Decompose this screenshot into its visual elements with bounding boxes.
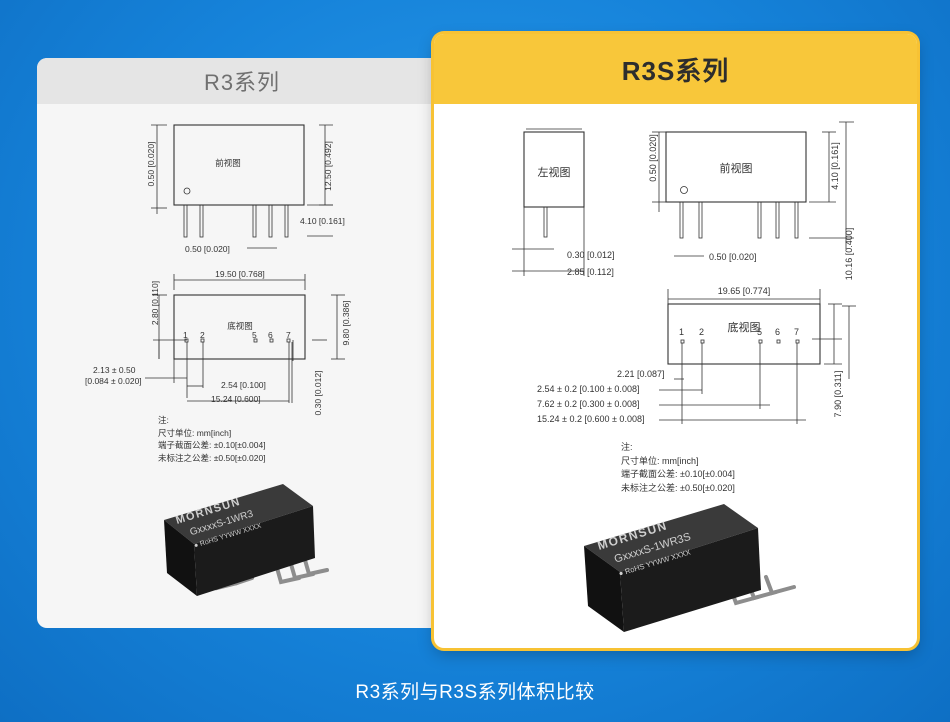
r3s-note-gen-tol: 未标注之公差: ±0.50[±0.020] — [621, 482, 735, 493]
r3-front-pin1-mark — [183, 187, 191, 195]
r3s-bottom-body — [667, 303, 821, 365]
r3-dim-pin-offset-b: [0.084 ± 0.020] — [85, 376, 142, 386]
r3-dim-pin-offset-a: 2.13 ± 0.50 — [93, 365, 136, 375]
r3-pin-5: 5 — [252, 330, 257, 340]
r3s-module-photo: MORNSUN GxxxxS-1WR3S ● RoHS YYWW XXXX — [584, 504, 796, 632]
r3-pin-6: 6 — [268, 330, 273, 340]
r3s-dim-standoff: 4.10 [0.161] — [830, 142, 840, 190]
r3s-dim-pin-space: 0.50 [0.020] — [709, 252, 757, 262]
r3s-dim-pin-len: 0.50 [0.020] — [648, 134, 658, 182]
r3-module-photo: MORNSUN GxxxxS-1WR3 ● RoHS YYWW XXXX — [164, 484, 329, 596]
r3-series-card: R3系列 — [37, 58, 447, 628]
r3s-pin-6: 6 — [775, 327, 780, 337]
r3-front-body — [173, 124, 305, 206]
r3s-pin-1: 1 — [679, 327, 684, 337]
r3s-dim-pin-dia: 0.30 [0.012] — [567, 250, 615, 260]
r3s-bottom-label: 底视图 — [728, 320, 761, 334]
r3s-side-body — [523, 131, 585, 208]
r3s-dim-side-w: 2.85 [0.112] — [567, 267, 614, 277]
r3s-front-label: 前视图 — [720, 161, 753, 175]
r3-front-label: 前视图 — [215, 158, 241, 168]
r3s-series-header: R3S系列 — [434, 34, 917, 104]
r3s-dim-off1: 2.21 [0.087] — [617, 369, 665, 379]
r3s-dim-pitch: 2.54 ± 0.2 [0.100 ± 0.008] — [537, 384, 639, 394]
r3-dim-top-edge: 2.80 [0.110] — [150, 281, 160, 325]
r3-dim-pin-dia: 0.30 [0.012] — [313, 371, 323, 416]
r3-dim-standoff: 4.10 [0.161] — [300, 216, 345, 226]
r3-dim-pin-len: 0.50 [0.020] — [146, 142, 156, 187]
r3s-front-pin1-mark — [680, 186, 688, 194]
r3-series-title: R3系列 — [203, 70, 281, 95]
r3-dimension-drawing: 前视图 0.50 [0.020] 12.50 [0.492] 0.50 [0.0… — [85, 124, 351, 596]
r3-bottom-label: 底视图 — [227, 321, 253, 331]
r3s-dim-total-h: 10.16 [0.400] — [844, 228, 854, 281]
r3-dim-depth: 9.80 [0.386] — [341, 301, 351, 346]
r3-pin-7: 7 — [286, 330, 291, 340]
r3-note-units: 尺寸单位: mm[inch] — [158, 428, 231, 438]
r3s-note-pin-tol: 端子截面公差: ±0.10[±0.004] — [621, 468, 735, 479]
r3-dim-span: 15.24 [0.600] — [211, 394, 261, 404]
r3-note-pin-tol: 端子截面公差: ±0.10[±0.004] — [158, 440, 266, 450]
r3-series-header: R3系列 — [37, 58, 447, 104]
r3s-pin-2: 2 — [699, 327, 704, 337]
comparison-caption: R3系列与R3S系列体积比较 — [355, 682, 595, 703]
r3-dim-pitch: 2.54 [0.100] — [221, 380, 266, 390]
r3s-dim-width: 19.65 [0.774] — [718, 286, 771, 296]
r3-pin-1: 1 — [183, 330, 188, 340]
r3-pin-2: 2 — [200, 330, 205, 340]
r3s-front-body — [665, 131, 807, 203]
r3s-series-card: R3S系列 — [434, 34, 917, 648]
r3s-pin-5: 5 — [757, 327, 762, 337]
r3s-dimension-drawing: 左视图 前视图 0.50 [0.020] 4.10 [0.161] 0.30 [… — [512, 121, 856, 632]
r3s-dim-span3: 15.24 ± 0.2 [0.600 ± 0.008] — [537, 414, 644, 424]
r3s-pin-7: 7 — [794, 327, 799, 337]
r3s-side-label: 左视图 — [538, 165, 571, 179]
r3s-note-units: 尺寸单位: mm[inch] — [621, 455, 699, 466]
r3-dim-pin-space: 0.50 [0.020] — [185, 244, 230, 254]
r3s-dim-span2: 7.62 ± 0.2 [0.300 ± 0.008] — [537, 399, 639, 409]
r3-bottom-body — [173, 294, 306, 360]
r3-dim-width: 19.50 [0.768] — [215, 269, 265, 279]
r3-note-title: 注: — [158, 415, 169, 425]
r3s-dim-depth: 7.90 [0.311] — [833, 371, 843, 418]
r3s-series-title: R3S系列 — [621, 55, 730, 86]
r3-dim-height: 12.50 [0.492] — [323, 141, 333, 191]
r3-note-gen-tol: 未标注之公差: ±0.50[±0.020] — [158, 453, 266, 463]
r3s-note-title: 注: — [621, 441, 633, 452]
